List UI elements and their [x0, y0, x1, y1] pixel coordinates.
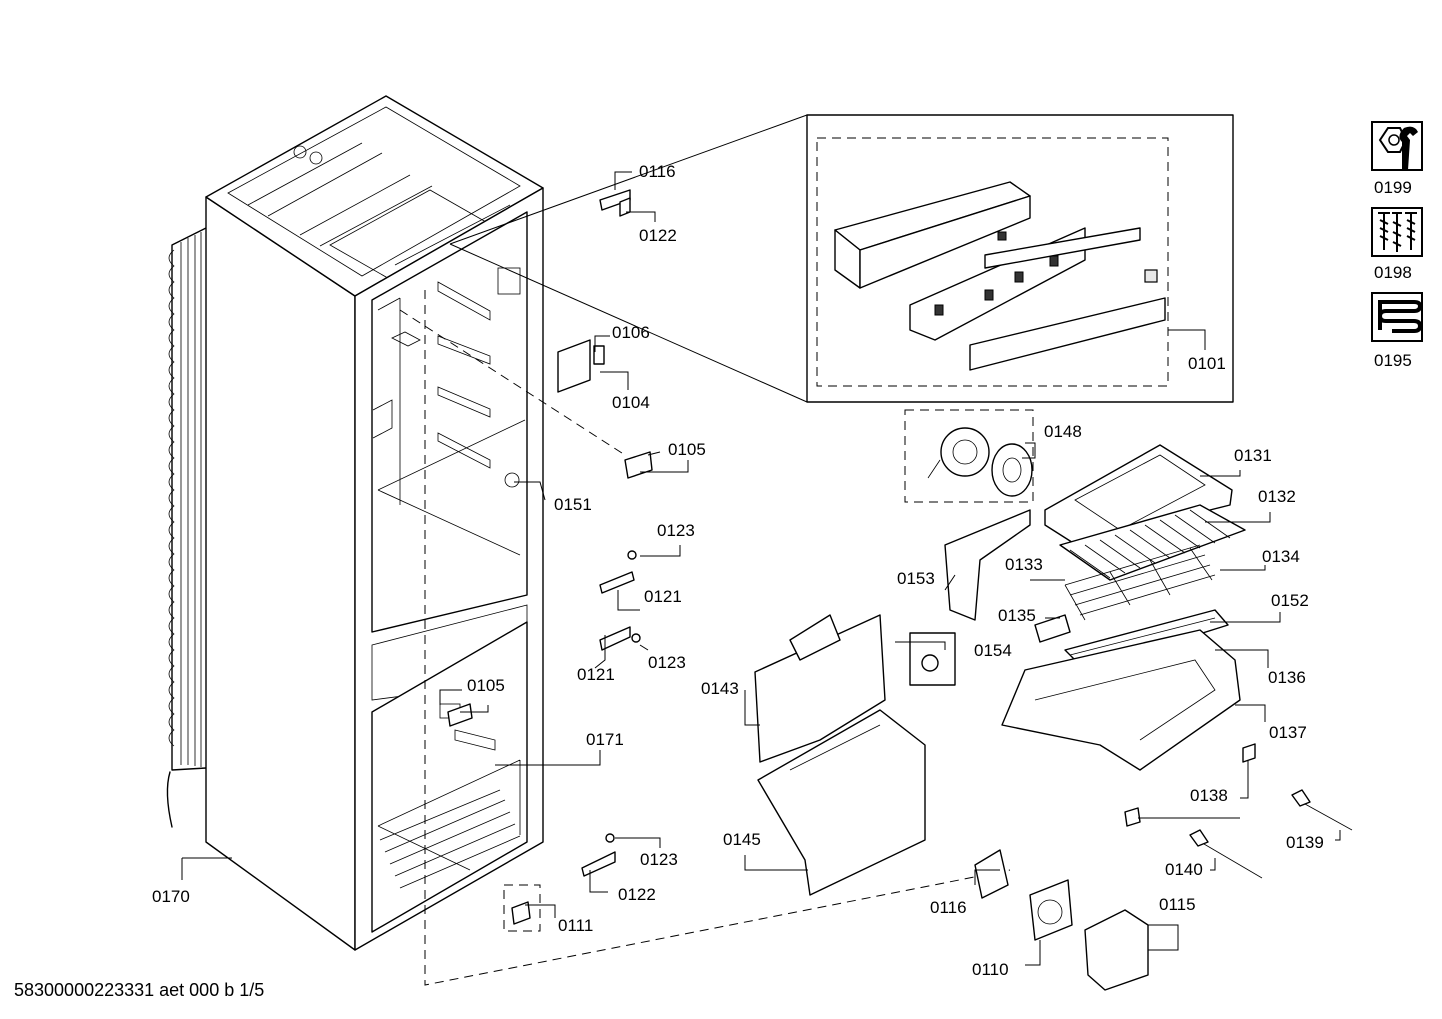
- part-label-0151: 0143: [701, 679, 739, 698]
- part-label-0123: 0123: [640, 850, 678, 869]
- fan-bracket-0116: [974, 849, 1009, 899]
- part-label-0131: 0131: [1234, 446, 1272, 465]
- heating-coil-icon: [1377, 300, 1423, 333]
- bracket-0122-mid: [599, 550, 637, 594]
- sensor-0139: [1291, 789, 1353, 831]
- part-label-0123: 0122: [639, 226, 677, 245]
- fan-cover-0115: [1084, 909, 1149, 991]
- fan-assembly-0143: [904, 409, 1034, 503]
- part-label-0133: 0133: [1005, 555, 1043, 574]
- part-label-0138: 0138: [1190, 786, 1228, 805]
- air-duct-0153: [944, 509, 1031, 621]
- part-label-0152: 0145: [723, 830, 761, 849]
- legend-icon-0195[interactable]: 0195: [1371, 292, 1423, 370]
- part-label-0145: 0151: [554, 495, 592, 514]
- part-label-0110: 0110: [972, 960, 1009, 979]
- part-label-0111: 0111: [558, 916, 593, 935]
- duct-panel-0152: [757, 709, 926, 896]
- part-label-0121: 0116: [639, 162, 676, 181]
- part-label-0154: 0154: [974, 641, 1012, 660]
- nut-wrench-icon: [1378, 126, 1418, 170]
- part-label-0106: 0106: [612, 323, 650, 342]
- part-label-0137: 0137: [1269, 723, 1307, 742]
- screws-icon: [1378, 212, 1417, 252]
- lamp-0105-lower: [447, 703, 473, 727]
- evaporator-cover-0131: [1044, 444, 1233, 561]
- part-label-0104: 0104: [612, 393, 650, 412]
- part-label-0139: 0139: [1286, 833, 1324, 852]
- legend-icon-0198[interactable]: 0198: [1371, 207, 1423, 282]
- leader-lines: [181, 171, 1341, 966]
- sensor-plate-0104: [557, 339, 605, 393]
- duct-panel-0151: [754, 614, 886, 763]
- control-module-detail: [449, 114, 1234, 403]
- bracket-0121-top: [599, 189, 631, 217]
- part-label-0132: 0132: [1258, 487, 1296, 506]
- sensor-0140: [1189, 829, 1263, 879]
- clip-0111: [503, 884, 541, 932]
- part-label-0134: 0134: [1262, 547, 1300, 566]
- part-label-0116: 0116: [930, 898, 967, 917]
- part-label-0143: 0148: [1044, 422, 1082, 441]
- bracket-0122-low: [581, 833, 616, 877]
- part-label-0170: 0170: [152, 887, 190, 906]
- document-footer: 58300000223331 aet 000 b 1/5: [14, 980, 265, 1000]
- screw-0138: [1124, 743, 1256, 827]
- legend-label-0195: 0195: [1374, 351, 1412, 370]
- plug-0154: [909, 632, 956, 686]
- part-label-0171: 0171: [586, 730, 624, 749]
- part-label-0148: 0152: [1271, 591, 1309, 610]
- legend-label-0198: 0198: [1374, 263, 1412, 282]
- fridge-cabinet: [166, 95, 544, 951]
- connector-0135: [1034, 614, 1071, 643]
- fan-motor-0110: [1029, 879, 1073, 941]
- bracket-0121-mid: [599, 626, 641, 651]
- part-label-0121: 0121: [577, 665, 615, 684]
- part-label-0135: 0135: [998, 606, 1036, 625]
- part-label-0153: 0153: [897, 569, 935, 588]
- part-label-0105: 0105: [467, 676, 505, 695]
- condenser-coil: [166, 227, 207, 828]
- part-label-0140: 0140: [1165, 860, 1203, 879]
- legend-icon-0199[interactable]: 0199: [1371, 121, 1423, 197]
- part-label-0136: 0136: [1268, 668, 1306, 687]
- part-label-0122: 0122: [618, 885, 656, 904]
- lamp-0105-upper: [624, 451, 653, 479]
- legend-label-0199: 0199: [1374, 178, 1412, 197]
- part-label-0101: 0101: [1188, 354, 1226, 373]
- part-label-0123: 0123: [648, 653, 686, 672]
- heater-0134: [1064, 544, 1216, 621]
- part-labels: 0116 0122 0106 0104 0105 0151 0123 0121 …: [152, 162, 1324, 979]
- part-label-0105: 0105: [668, 440, 706, 459]
- part-label-0123: 0123: [657, 521, 695, 540]
- part-label-0122: 0121: [644, 587, 682, 606]
- housing-0137: [1001, 629, 1241, 771]
- part-label-0115: 0115: [1159, 895, 1196, 914]
- evaporator-0132: [1059, 504, 1246, 581]
